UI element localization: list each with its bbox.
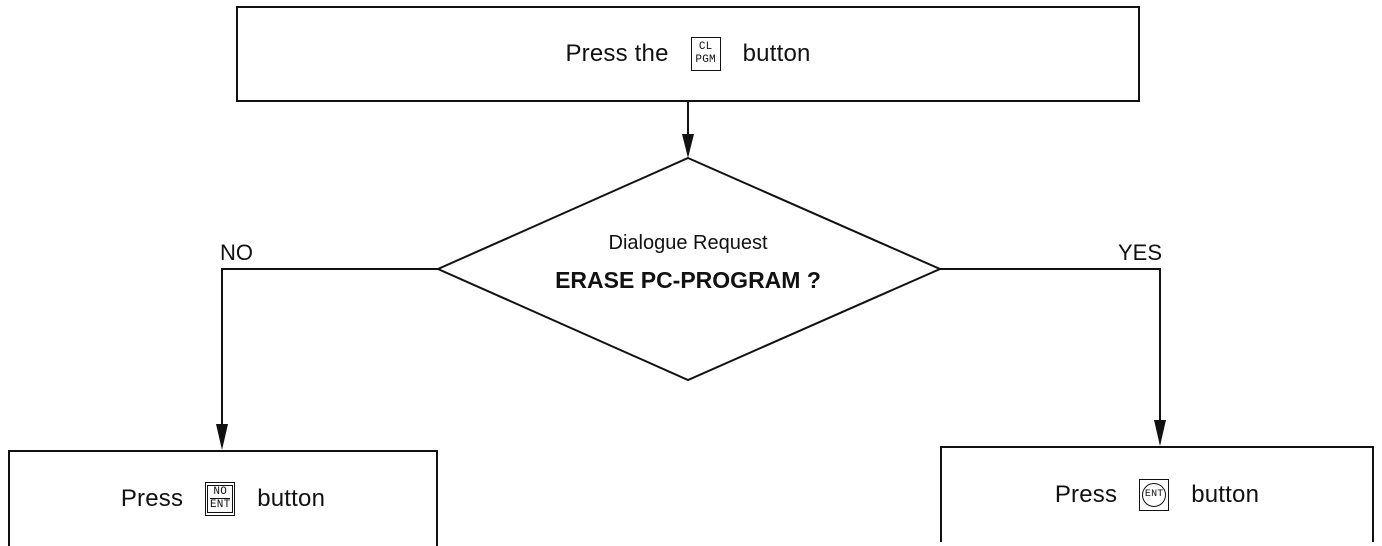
key-line2: PGM <box>695 54 716 66</box>
branch-yes-label: YES <box>1118 240 1163 265</box>
no-ent-key-icon: NO ENT <box>205 482 236 516</box>
cl-pgm-key-icon: CL PGM <box>690 37 721 71</box>
step-suffix: button <box>1191 481 1260 508</box>
step-suffix: button <box>742 40 811 67</box>
step-press-clpgm: Press the CL PGM button <box>236 6 1140 102</box>
erase-pc-program-question: ERASE PC-PROGRAM ? <box>555 267 821 293</box>
step-press-noent: Press NO ENT button <box>8 450 438 546</box>
connector-yes <box>940 268 1161 426</box>
step-prefix: Press <box>120 485 184 512</box>
step-prefix: Press the <box>565 40 669 67</box>
key-inner: NO ENT <box>207 485 234 513</box>
key-line1: CL <box>698 41 713 53</box>
dialogue-request-label: Dialogue Request <box>608 232 768 254</box>
connector-no <box>221 268 438 430</box>
arrowhead-yes <box>1154 420 1166 446</box>
branch-no-label: NO <box>220 240 253 265</box>
ent-key-icon: ENT <box>1139 479 1170 511</box>
decision-diamond <box>435 156 943 382</box>
step-press-ent: Press ENT button <box>940 446 1374 542</box>
key-label: ENT <box>1142 483 1167 507</box>
decision-text: Dialogue Request ERASE PC-PROGRAM ? <box>538 232 838 294</box>
arrowhead-no <box>216 424 228 450</box>
step-suffix: button <box>257 485 326 512</box>
step-prefix: Press <box>1054 481 1118 508</box>
key-line2: ENT <box>210 498 231 511</box>
key-line1: NO <box>213 486 227 498</box>
arrowhead-top <box>682 134 694 158</box>
